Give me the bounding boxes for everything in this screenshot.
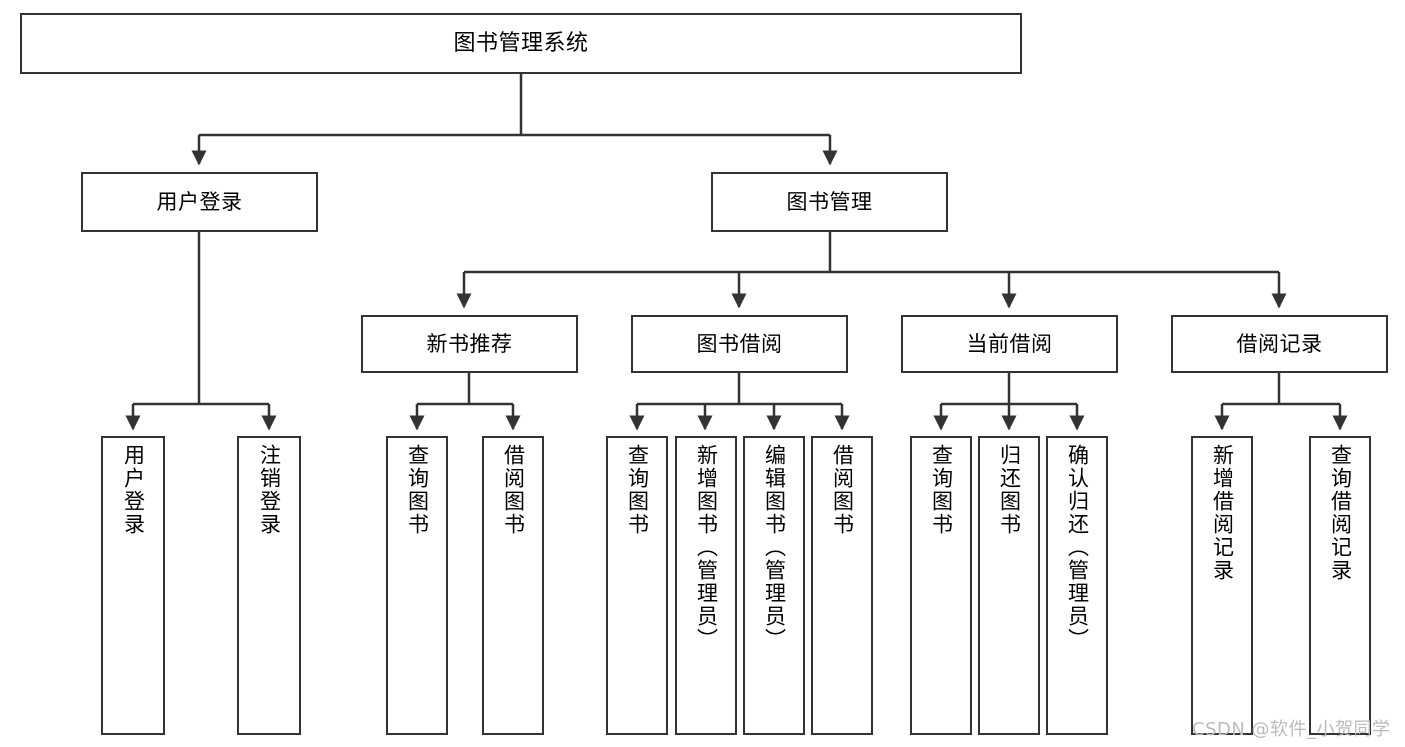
node-label: 用户登录 xyxy=(121,444,146,536)
node-label: 查询图书 xyxy=(929,444,954,536)
node-label: 新增借阅记录 xyxy=(1210,444,1235,582)
node-label: 归还图书 xyxy=(997,444,1022,536)
leaf-add-borrow-record[interactable]: 新增借阅记录 xyxy=(1191,436,1253,735)
node-label: 注销登录 xyxy=(257,444,282,536)
leaf-borrow-book-recommend[interactable]: 借阅图书 xyxy=(482,436,544,735)
node-label: 查询借阅记录 xyxy=(1328,444,1353,582)
leaf-query-book-current[interactable]: 查询图书 xyxy=(910,436,972,735)
node-label: 新书推荐 xyxy=(426,331,513,356)
node-label: 编辑图书（管理员） xyxy=(762,444,787,651)
leaf-user-login[interactable]: 用户登录 xyxy=(101,436,165,735)
node-label: 图书管理 xyxy=(786,189,873,214)
leaf-confirm-return-admin[interactable]: 确认归还（管理员） xyxy=(1046,436,1108,735)
leaf-add-book-admin[interactable]: 新增图书（管理员） xyxy=(675,436,737,735)
node-label: 图书管理系统 xyxy=(453,30,589,56)
leaf-logout-login[interactable]: 注销登录 xyxy=(237,436,301,735)
node-label: 确认归还（管理员） xyxy=(1065,444,1090,651)
node-label: 查询图书 xyxy=(405,444,430,536)
node-label: 查询图书 xyxy=(625,444,650,536)
leaf-query-book-recommend[interactable]: 查询图书 xyxy=(386,436,448,735)
node-label: 图书借阅 xyxy=(696,331,783,356)
node-label: 新增图书（管理员） xyxy=(694,444,719,651)
node-book-borrow[interactable]: 图书借阅 xyxy=(631,315,848,373)
node-label: 借阅图书 xyxy=(501,444,526,536)
node-label: 用户登录 xyxy=(156,189,243,214)
leaf-edit-book-admin[interactable]: 编辑图书（管理员） xyxy=(743,436,805,735)
node-borrow-record[interactable]: 借阅记录 xyxy=(1171,315,1388,373)
node-user-login[interactable]: 用户登录 xyxy=(81,172,318,232)
leaf-query-borrow-record[interactable]: 查询借阅记录 xyxy=(1309,436,1371,735)
leaf-query-book-borrow[interactable]: 查询图书 xyxy=(606,436,668,735)
node-new-book-recommend[interactable]: 新书推荐 xyxy=(361,315,578,373)
node-book-management[interactable]: 图书管理 xyxy=(711,172,948,232)
node-label: 当前借阅 xyxy=(966,331,1053,356)
node-root-book-management-system[interactable]: 图书管理系统 xyxy=(20,13,1022,74)
leaf-return-book[interactable]: 归还图书 xyxy=(978,436,1040,735)
node-label: 借阅记录 xyxy=(1236,331,1323,356)
csdn-watermark: CSDN @软件_小贺同学 xyxy=(1192,719,1391,740)
leaf-borrow-book[interactable]: 借阅图书 xyxy=(811,436,873,735)
node-current-borrow[interactable]: 当前借阅 xyxy=(901,315,1118,373)
node-label: 借阅图书 xyxy=(830,444,855,536)
